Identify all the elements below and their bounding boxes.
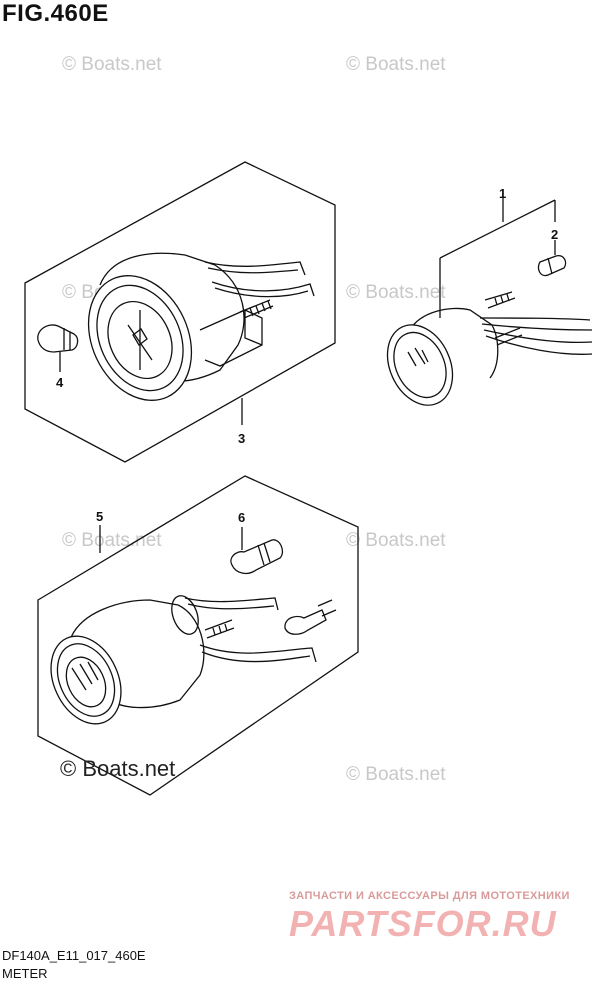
- bulb-4: [37, 324, 79, 372]
- watermark: © Boats.net: [346, 54, 446, 75]
- tachometer: [50, 595, 317, 725]
- callout-1: 1: [499, 186, 506, 201]
- assembly-frame: [37, 475, 359, 796]
- wire-connector: [284, 599, 337, 635]
- bulb-2: [537, 240, 567, 277]
- assembly-frame: [24, 161, 336, 463]
- bulb-6: [230, 527, 284, 575]
- boats-net-copyright: © Boats.net: [60, 756, 176, 781]
- large-gauge: [87, 252, 315, 401]
- small-gauge: [386, 291, 593, 406]
- figure-title: FIG.460E: [2, 0, 109, 27]
- brand-tagline: ЗАПЧАСТИ И АКСЕССУАРЫ ДЛЯ МОТОТЕХНИКИ: [289, 890, 570, 902]
- watermark: © Boats.net: [346, 282, 446, 303]
- watermark: © Boats.net: [62, 530, 162, 551]
- watermark: © Boats.net: [346, 530, 446, 551]
- leader-line: [439, 199, 556, 259]
- callout-6: 6: [238, 510, 245, 525]
- callout-5: 5: [96, 509, 103, 524]
- watermark: © Boats.net: [62, 54, 162, 75]
- watermark: © Boats.net: [346, 764, 446, 785]
- callout-3: 3: [238, 431, 245, 446]
- callout-4: 4: [56, 375, 64, 390]
- callout-2: 2: [551, 227, 558, 242]
- figure-code: DF140A_E11_017_460E: [2, 948, 146, 963]
- brand-logo: PARTSFOR.RU: [289, 903, 557, 944]
- figure-description: METER: [2, 966, 48, 981]
